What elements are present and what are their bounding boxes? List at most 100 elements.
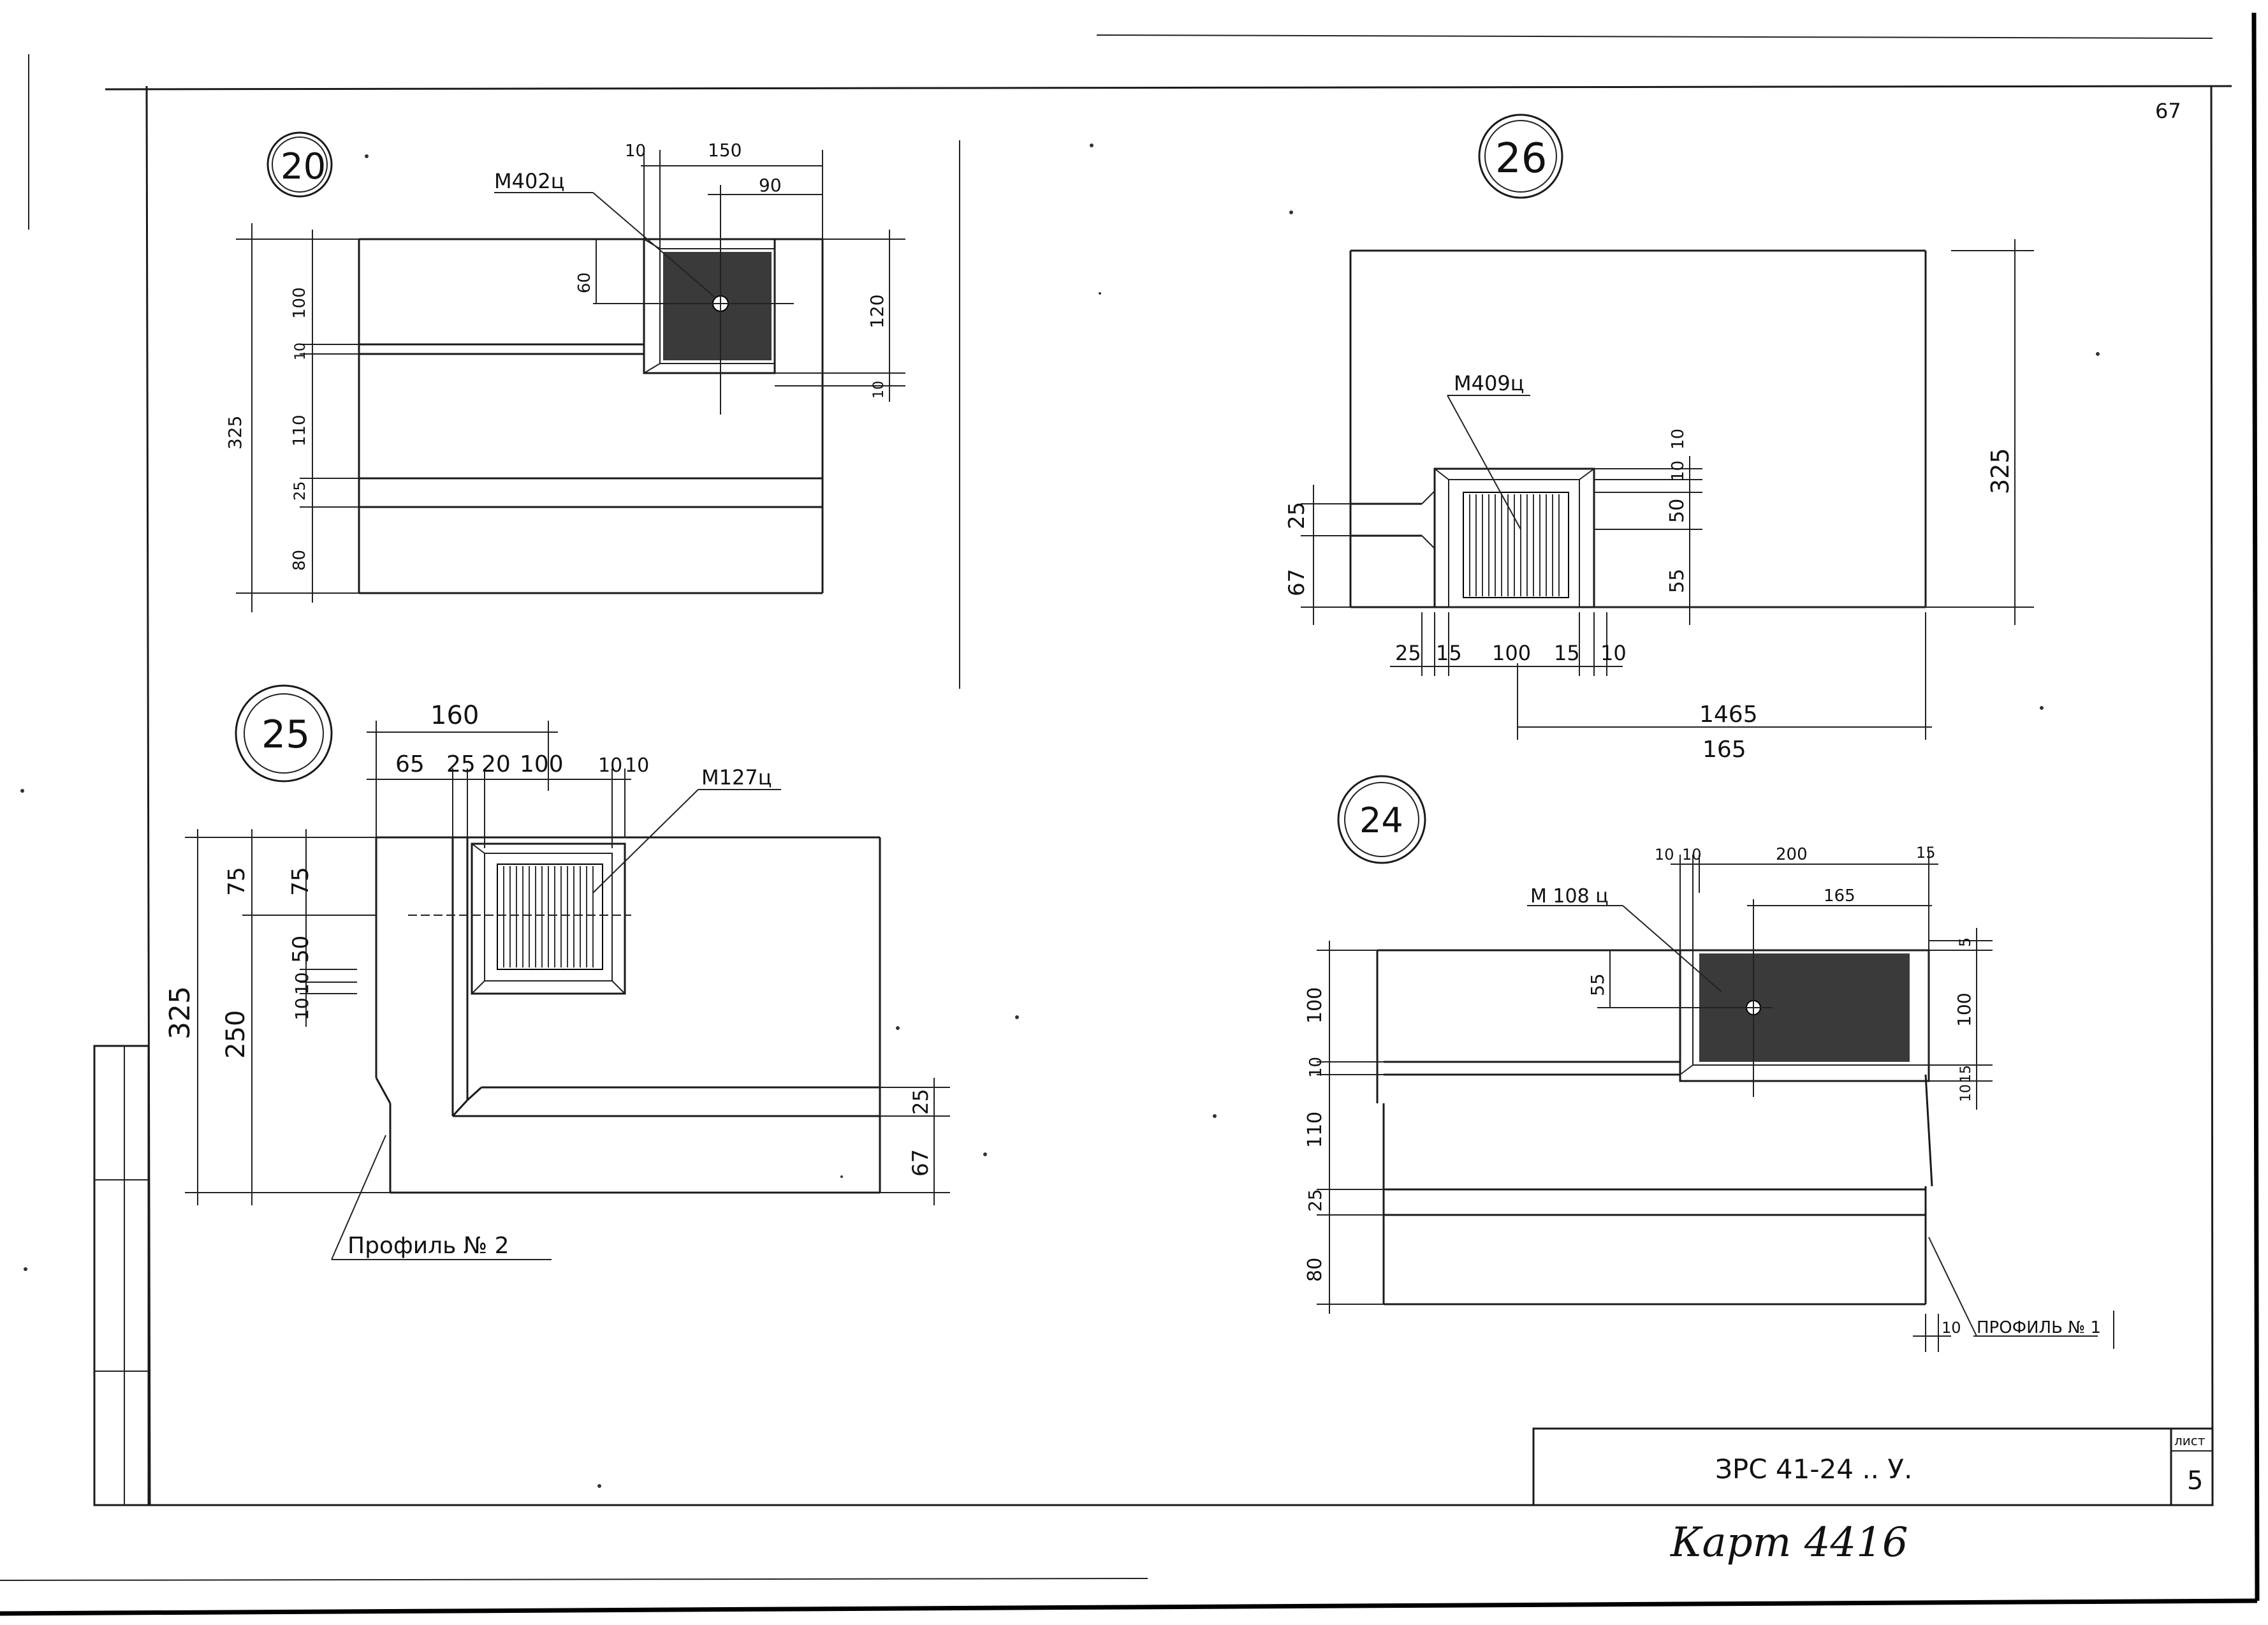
d25-dim-top-10a: 10 xyxy=(598,754,622,777)
d26-dim-left-67: 67 xyxy=(1284,569,1310,596)
detail-24: 24 М 108 ц xyxy=(1304,775,2114,1352)
d25-dim-top-20: 20 xyxy=(481,751,511,777)
d26-dim-b-165: 165 xyxy=(1702,737,1746,763)
d20-dim-top-150: 150 xyxy=(708,140,742,161)
d20-dim-top-10: 10 xyxy=(625,142,646,161)
detail-24-embed-label: М 108 ц xyxy=(1530,885,1609,908)
d24-dim-bottom-10: 10 xyxy=(1942,1319,1961,1337)
d20-dim-left-110: 110 xyxy=(290,415,309,446)
d25-dim-top-160: 160 xyxy=(430,701,479,730)
d24-dim-top-200: 200 xyxy=(1776,845,1808,864)
d24-dim-right-15: 15 xyxy=(1958,1065,1974,1083)
d26-dim-b-100: 100 xyxy=(1492,641,1531,665)
detail-26-bottom-dimensions xyxy=(1390,612,1932,740)
d24-dim-top-15: 15 xyxy=(1916,844,1936,862)
detail-25-number: 25 xyxy=(261,712,310,757)
page-number: 67 xyxy=(2155,99,2181,123)
d20-dim-left-100: 100 xyxy=(290,287,309,319)
detail-26-embed-label: М409ц xyxy=(1454,371,1524,395)
d25-dim-left-75b: 75 xyxy=(288,867,314,896)
d26-dim-right-325: 325 xyxy=(1986,448,2014,494)
detail-20-left-dimensions xyxy=(236,223,359,612)
detail-20-top-dimensions xyxy=(641,150,823,249)
d25-dim-top-100: 100 xyxy=(520,751,564,777)
detail-24-profile-label: ПРОФИЛЬ № 1 xyxy=(1977,1318,2101,1337)
d26-dim-left-25: 25 xyxy=(1284,502,1310,529)
d25-dim-left-10a: 10 xyxy=(291,972,312,995)
d24-dim-top-165: 165 xyxy=(1824,886,1855,906)
d24-dim-left-25: 25 xyxy=(1305,1189,1326,1212)
detail-25-embed-label: М127ц xyxy=(701,765,772,790)
detail-24-left-dimensions xyxy=(1317,941,1384,1314)
d24-dim-right-10: 10 xyxy=(1958,1084,1974,1102)
d25-dim-right-67: 67 xyxy=(908,1149,933,1177)
detail-24-callout-circle xyxy=(1337,775,1426,864)
d25-dim-top-25: 25 xyxy=(446,751,476,777)
detail-20-embed-hatch xyxy=(593,185,794,415)
detail-20-callout-circle xyxy=(267,131,333,198)
sheet-frame xyxy=(0,12,2260,1616)
d26-dim-b-10: 10 xyxy=(1600,641,1627,665)
d20-dim-right-120: 120 xyxy=(867,295,888,328)
d26-dim-r-55: 55 xyxy=(1666,569,1688,593)
detail-24-embed-hatch xyxy=(1607,899,1910,1097)
detail-20-right-dimensions xyxy=(775,230,905,402)
d25-dim-left-325: 325 xyxy=(164,986,196,1040)
sheet-label: лист xyxy=(2174,1433,2206,1448)
d26-dim-b-15b: 15 xyxy=(1554,641,1580,665)
d20-dim-left-80: 80 xyxy=(290,550,309,571)
d25-dim-left-75a: 75 xyxy=(224,867,250,896)
sheet-number: 5 xyxy=(2187,1466,2203,1496)
d20-dim-left-25: 25 xyxy=(291,481,309,501)
detail-25: 25 М127ц xyxy=(164,684,950,1260)
detail-26-right-dimensions xyxy=(1594,239,2034,625)
drawing-designation: ЗРС 41-24 .. У. xyxy=(1715,1453,1912,1485)
detail-25-outline xyxy=(375,836,881,1194)
detail-20: 20 М402ц xyxy=(224,131,905,612)
detail-25-embed-hatch xyxy=(408,864,631,970)
detail-20-embed-label: М402ц xyxy=(494,169,564,193)
d24-dim-left-110: 110 xyxy=(1304,1112,1326,1148)
d26-dim-r-10b: 10 xyxy=(1669,460,1688,482)
d25-dim-left-250: 250 xyxy=(221,1010,251,1059)
handwritten-note: Карт 4416 xyxy=(1670,1519,1908,1566)
d25-dim-left-50: 50 xyxy=(288,936,314,963)
d24-dim-left-100: 100 xyxy=(1304,987,1326,1024)
detail-26-callout-circle xyxy=(1478,114,1563,199)
detail-25-left-dimensions xyxy=(185,829,390,1205)
detail-24-top-dimensions xyxy=(1671,851,1938,950)
d24-dim-right-100: 100 xyxy=(1954,993,1975,1027)
detail-24-right-dimensions xyxy=(1929,928,1993,1110)
d25-dim-top-10b: 10 xyxy=(625,754,649,777)
d26-dim-b-15a: 15 xyxy=(1436,641,1462,665)
scan-specks xyxy=(20,143,2100,1488)
d26-dim-r-10a: 10 xyxy=(1669,429,1688,450)
d24-dim-right-5: 5 xyxy=(1956,938,1974,947)
d20-dim-right-10: 10 xyxy=(871,381,887,399)
d24-dim-top-10b: 10 xyxy=(1682,846,1702,864)
d25-dim-right-25: 25 xyxy=(909,1089,933,1115)
detail-25-callout-circle xyxy=(235,684,333,783)
detail-25-top-dimensions xyxy=(367,721,631,848)
detail-26-embed-hatch xyxy=(1463,492,1569,598)
detail-24-number: 24 xyxy=(1359,800,1403,841)
d26-dim-b-1465: 1465 xyxy=(1699,702,1758,728)
d26-dim-r-50: 50 xyxy=(1666,499,1688,523)
detail-26-outline xyxy=(1349,249,1927,608)
title-block xyxy=(1532,1427,2214,1506)
d26-dim-b-25: 25 xyxy=(1395,641,1421,665)
d25-dim-left-10b: 10 xyxy=(291,997,312,1020)
d20-dim-top-90: 90 xyxy=(759,175,782,196)
detail-25-right-dimensions xyxy=(880,1078,950,1205)
d24-dim-top-10a: 10 xyxy=(1655,846,1674,864)
detail-24-outline xyxy=(1376,949,1933,1305)
d20-dim-left-325: 325 xyxy=(224,416,245,450)
d25-dim-top-65: 65 xyxy=(395,751,425,777)
d20-dim-left-10: 10 xyxy=(293,342,309,360)
detail-25-profile-label: Профиль № 2 xyxy=(348,1233,509,1259)
d24-dim-left-10: 10 xyxy=(1306,1057,1326,1078)
detail-26: 26 М409ц xyxy=(1284,114,2034,763)
detail-26-left-dimensions xyxy=(1301,485,1350,625)
